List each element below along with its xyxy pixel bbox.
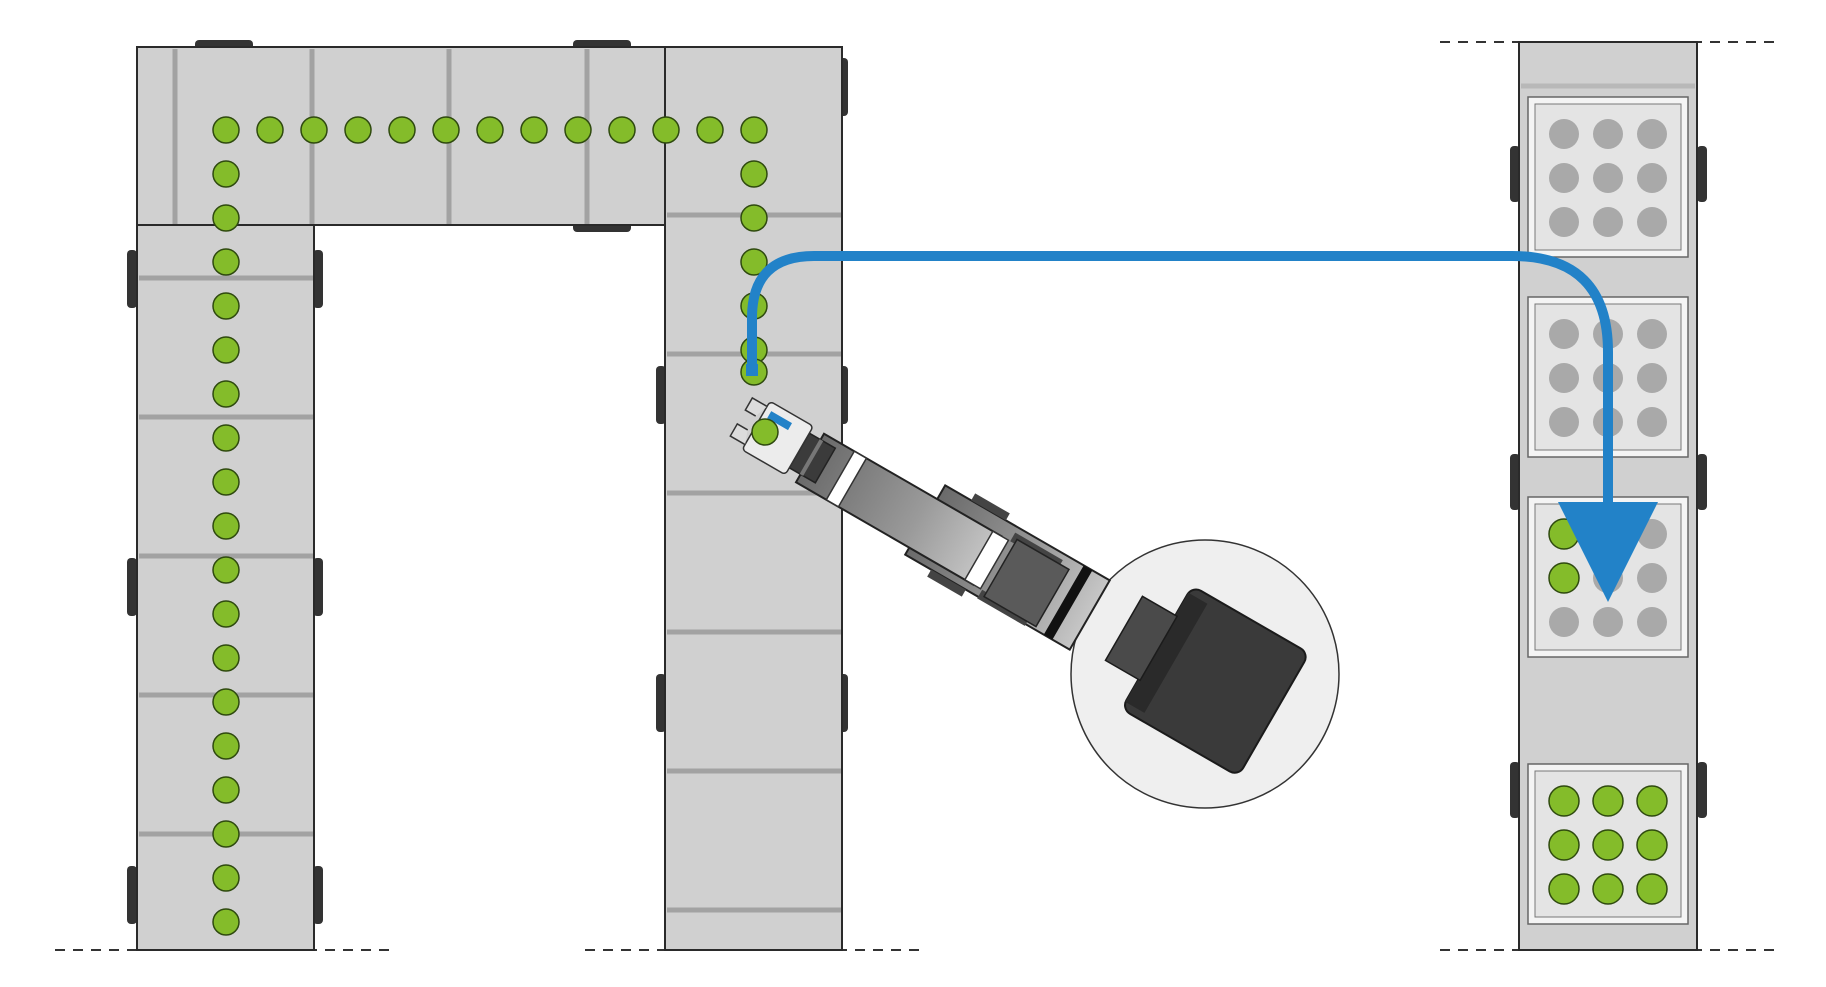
conveyor-part — [256, 116, 284, 144]
tray — [1527, 96, 1689, 258]
tray-pocket-empty — [1593, 207, 1623, 237]
conveyor-part — [212, 600, 240, 628]
conveyor-part — [212, 908, 240, 936]
tray-pocket-empty — [1549, 163, 1579, 193]
tray-pocket-empty — [1637, 163, 1667, 193]
tray-part — [1592, 873, 1624, 905]
conveyor-part — [212, 336, 240, 364]
conveyor-right-leg — [664, 46, 843, 951]
tray-pocket-empty — [1549, 119, 1579, 149]
conveyor-part — [344, 116, 372, 144]
conveyor-part — [212, 292, 240, 320]
tray-pocket-empty — [1549, 407, 1579, 437]
conveyor-part — [740, 248, 768, 276]
tray-pocket-empty — [1593, 607, 1623, 637]
path-start-marker — [746, 364, 758, 376]
conveyor-part — [212, 512, 240, 540]
gripped-part — [751, 418, 779, 446]
conveyor-part — [212, 248, 240, 276]
conveyor-part — [564, 116, 592, 144]
conveyor-part — [476, 116, 504, 144]
tray — [1527, 763, 1689, 925]
conveyor-part — [212, 776, 240, 804]
conveyor-part — [388, 116, 416, 144]
tray-part — [1548, 829, 1580, 861]
conveyor-part — [212, 688, 240, 716]
tray-part — [1636, 873, 1668, 905]
tray-part — [1548, 873, 1580, 905]
conveyor-part — [212, 468, 240, 496]
tray-pocket-empty — [1549, 363, 1579, 393]
conveyor-part — [696, 116, 724, 144]
tray-part — [1636, 785, 1668, 817]
conveyor-part — [652, 116, 680, 144]
conveyor-part — [212, 864, 240, 892]
tray-pocket-empty — [1637, 563, 1667, 593]
tray-pocket-empty — [1637, 607, 1667, 637]
conveyor-parts — [212, 116, 768, 936]
conveyor-part — [432, 116, 460, 144]
tray-pocket-empty — [1549, 319, 1579, 349]
tray-pocket-empty — [1549, 207, 1579, 237]
conveyor-part — [212, 380, 240, 408]
tray-pocket-empty — [1593, 163, 1623, 193]
arrow-path-icon — [747, 251, 1658, 602]
conveyor-part — [740, 160, 768, 188]
tray-pocket-empty — [1593, 119, 1623, 149]
robot — [729, 396, 1340, 809]
tray-part — [1548, 785, 1580, 817]
tray-part — [1592, 785, 1624, 817]
conveyor-part — [300, 116, 328, 144]
conveyor-part — [740, 204, 768, 232]
tray-part — [1548, 562, 1580, 594]
tray-pocket-empty — [1637, 319, 1667, 349]
infeed-conveyor — [136, 46, 843, 951]
tray-pocket-empty — [1637, 363, 1667, 393]
conveyor-part — [212, 644, 240, 672]
tray-pocket-empty — [1549, 607, 1579, 637]
conveyor-part — [212, 160, 240, 188]
conveyor-part — [520, 116, 548, 144]
conveyor-part — [740, 116, 768, 144]
conveyor-part — [212, 556, 240, 584]
tray-part — [1548, 518, 1580, 550]
conveyor-part — [212, 204, 240, 232]
conveyor-part — [212, 732, 240, 760]
conveyor-part — [212, 116, 240, 144]
conveyor-part — [212, 424, 240, 452]
tray-pocket-empty — [1637, 519, 1667, 549]
tray-part — [1592, 829, 1624, 861]
tray-pocket-empty — [1637, 407, 1667, 437]
conveyor-part — [212, 820, 240, 848]
tray-pocket-empty — [1637, 207, 1667, 237]
conveyor-part — [608, 116, 636, 144]
tray-pocket-empty — [1637, 119, 1667, 149]
tray-part — [1636, 829, 1668, 861]
tray-pocket-empty — [1593, 563, 1623, 593]
